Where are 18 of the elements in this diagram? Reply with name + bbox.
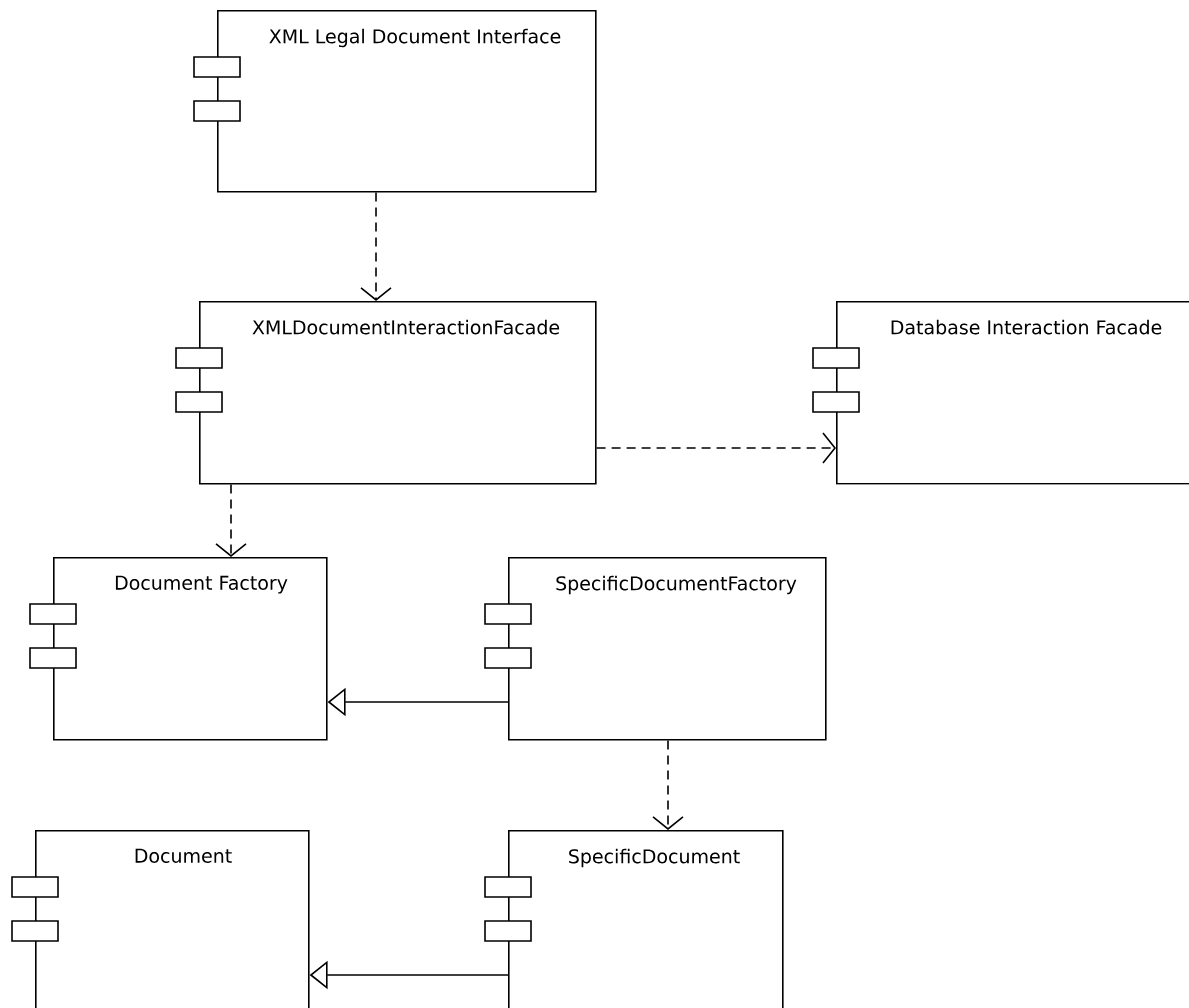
component-box <box>812 301 1189 485</box>
component-box <box>29 557 328 741</box>
component-box <box>11 830 310 1008</box>
component-name: XMLDocumentInteractionFacade <box>252 319 560 335</box>
dependency-arrow <box>215 483 247 557</box>
component-name: SpecificDocument <box>569 848 740 868</box>
component-name: SpecificDocumentFactory <box>556 575 797 595</box>
component-box <box>484 830 784 1008</box>
component-name: Database Interaction Facade <box>891 319 1162 335</box>
dependency-arrow <box>652 739 684 830</box>
component-name: XML Legal Document Interface <box>269 28 561 48</box>
component-box <box>193 10 597 193</box>
component-name: Document Factory <box>115 575 288 594</box>
dependency-arrow <box>360 191 392 301</box>
dependency-arrow <box>595 432 836 464</box>
component-name: Document <box>135 848 232 863</box>
component-box <box>175 301 597 485</box>
component-box <box>484 557 827 741</box>
